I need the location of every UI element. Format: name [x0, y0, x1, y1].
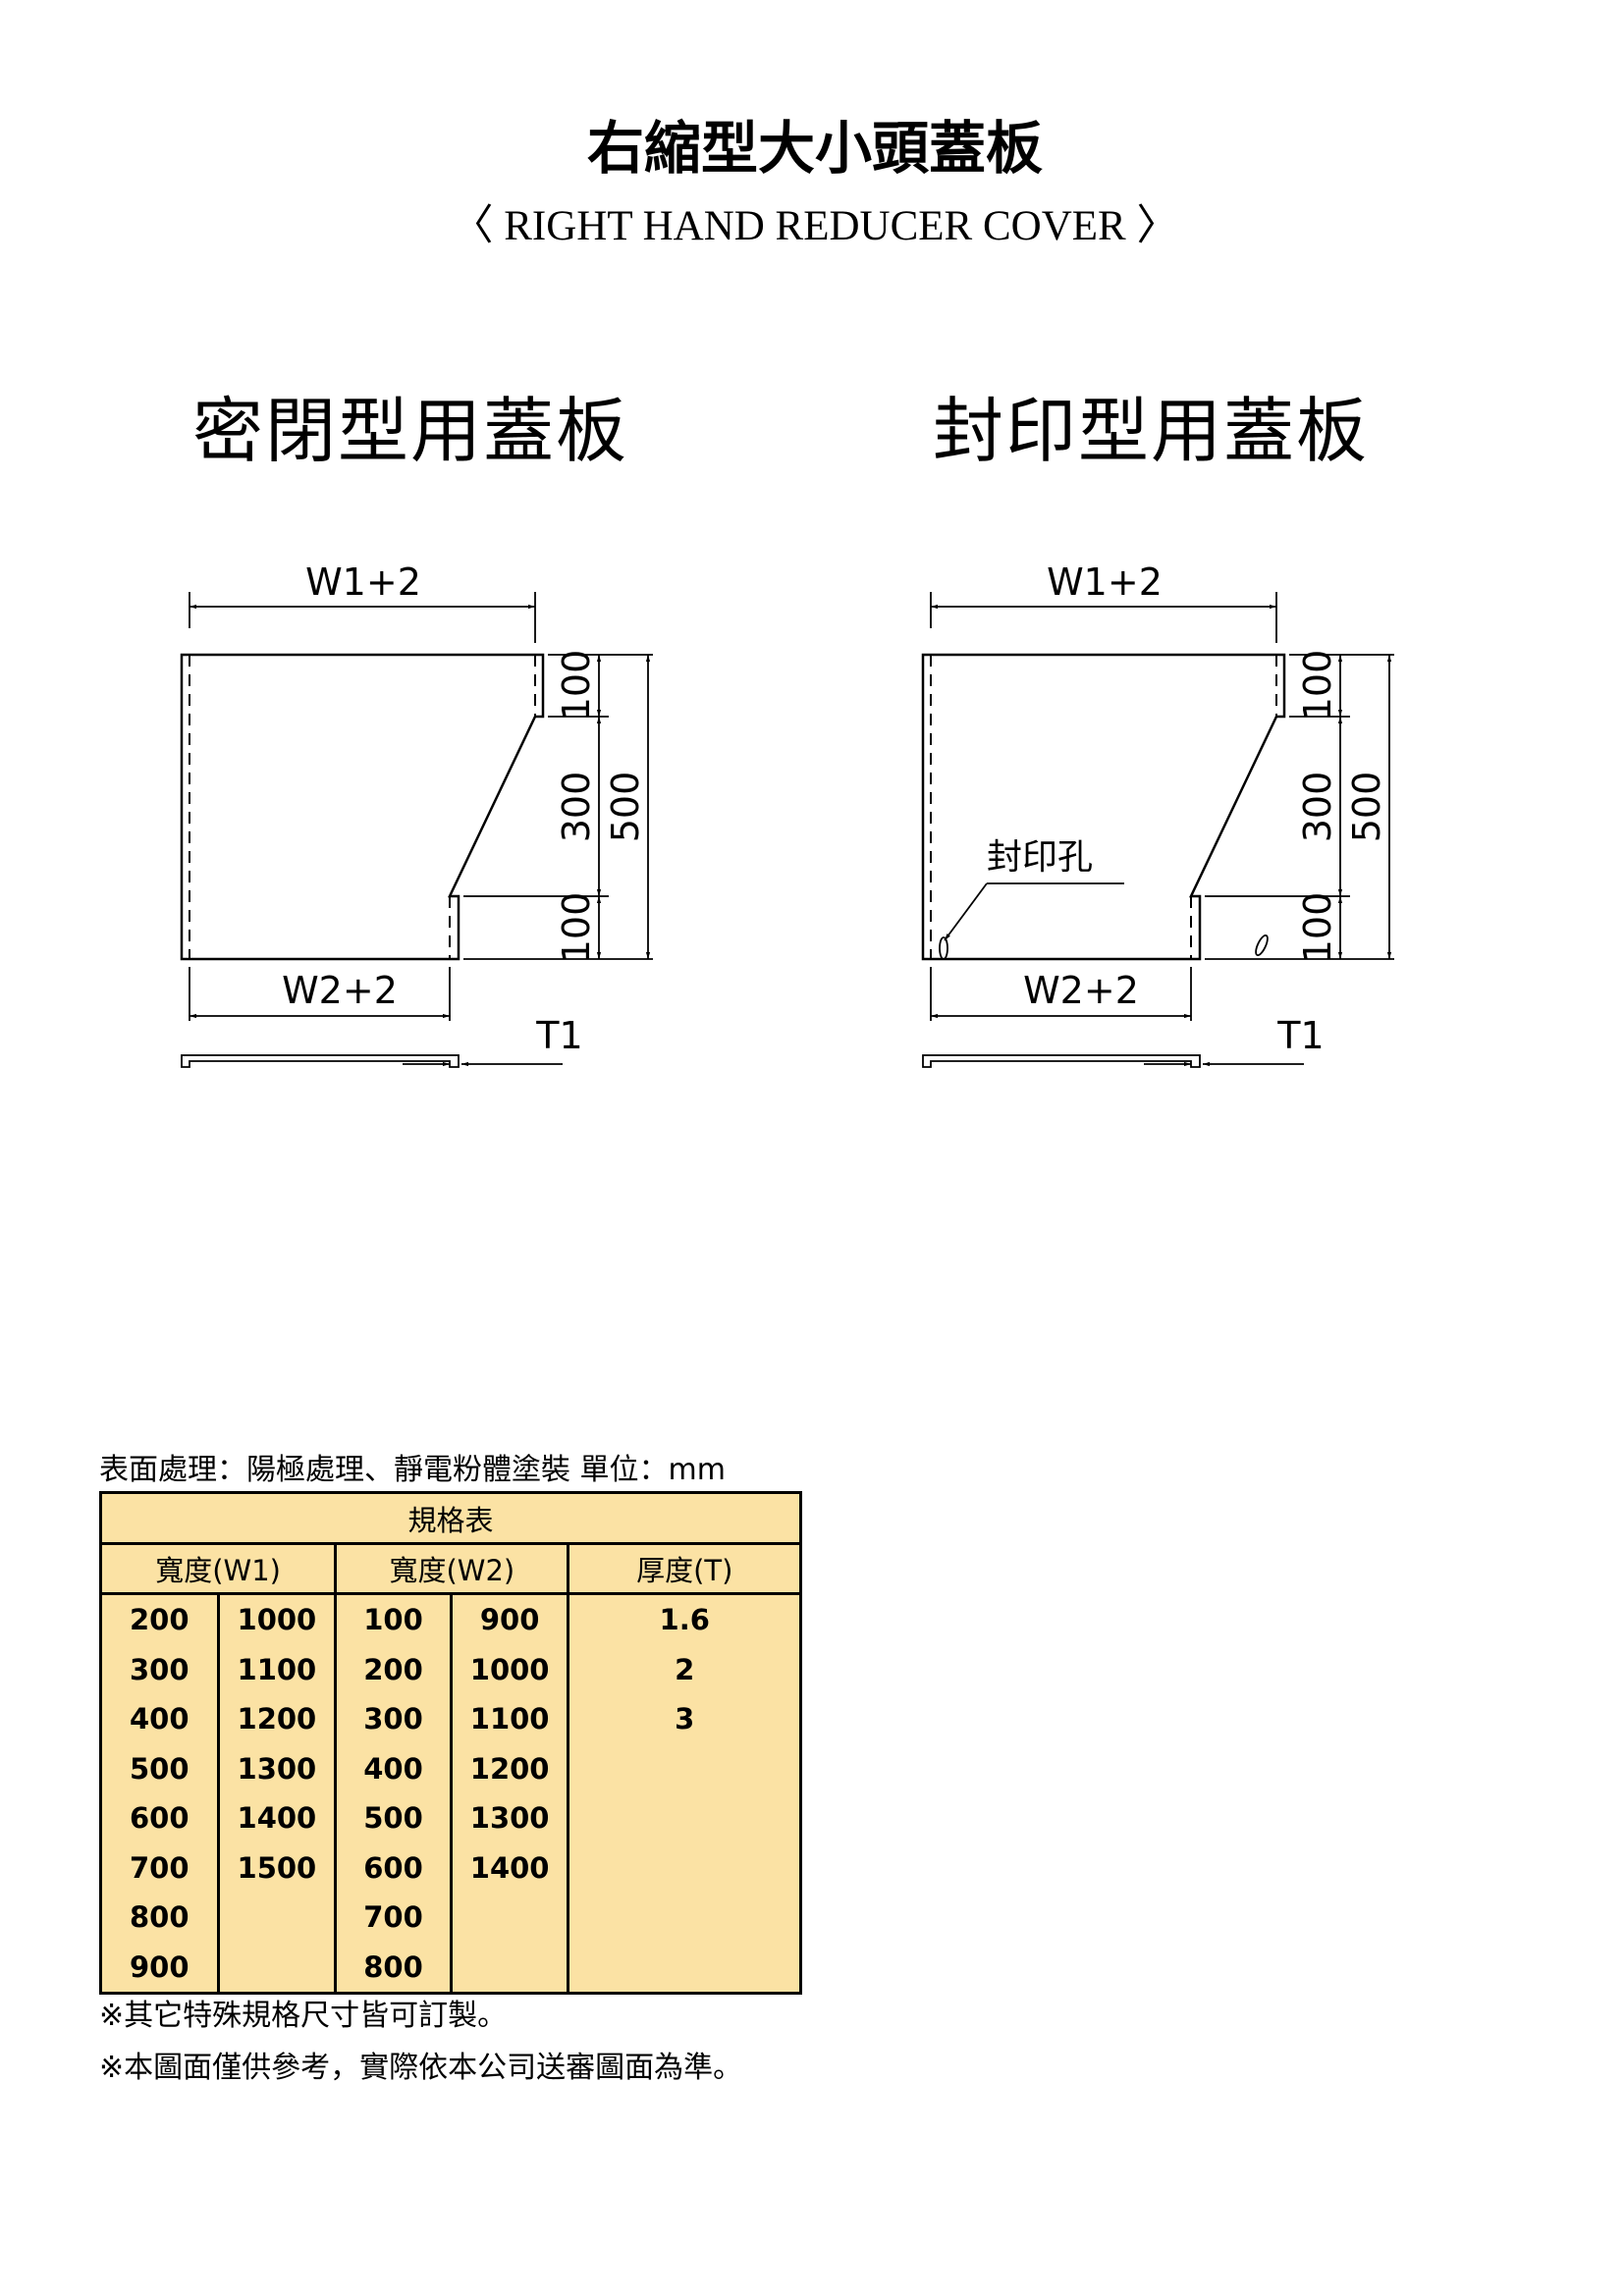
table-cell: 1000: [449, 1644, 570, 1694]
table-cell: 400: [334, 1743, 453, 1793]
table-cell: 1100: [216, 1644, 338, 1694]
table-cell: 1.6: [567, 1593, 802, 1645]
seal-hole-left: [939, 936, 948, 960]
table-cell: [567, 1743, 802, 1793]
table-cell: 700: [99, 1842, 220, 1893]
table-cell: [216, 1942, 338, 1994]
table-cell: 1300: [216, 1743, 338, 1793]
table-cell: 400: [99, 1694, 220, 1744]
table-cell: 1500: [216, 1842, 338, 1893]
table-cell: 300: [334, 1694, 453, 1744]
header-w2: 寬度(W2): [334, 1542, 570, 1595]
dim-w1: W1+2: [305, 561, 421, 604]
table-cell: [449, 1942, 570, 1994]
table-cell: [567, 1842, 802, 1893]
page-subtitle: 〈 RIGHT HAND REDUCER COVER 〉: [451, 203, 1179, 249]
table-cell: 600: [334, 1842, 453, 1893]
table-cell: 700: [334, 1893, 453, 1943]
table-cell: [449, 1893, 570, 1943]
table-cell: 500: [334, 1793, 453, 1843]
surface-treatment-text: 表面處理：陽極處理、靜電粉體塗裝 單位：mm: [99, 1453, 726, 1487]
table-cell: 3: [567, 1694, 802, 1744]
header-t: 厚度(T): [567, 1542, 802, 1595]
table-cell: 1100: [449, 1694, 570, 1744]
technical-drawings: W1+2 W2+2 100 300 100 500 T1: [180, 561, 1394, 1068]
dim-100-top: 100: [555, 650, 598, 721]
drawing-sealed-cover: [180, 592, 653, 1068]
page-title: 右縮型大小頭蓋板: [586, 115, 1043, 182]
note-custom: ※其它特殊規格尺寸皆可訂製。: [99, 1999, 508, 2033]
table-cell: 200: [99, 1593, 220, 1645]
table-cell: 600: [99, 1793, 220, 1843]
dim-t1: T1: [1276, 1014, 1324, 1057]
header-w1: 寬度(W1): [98, 1542, 338, 1595]
table-cell: 1200: [216, 1694, 338, 1744]
drawing-seal-cover: [921, 592, 1394, 1068]
dim-100-bottom: 100: [555, 892, 598, 964]
table-cell: [567, 1893, 802, 1943]
drawing-sealed-labels: W1+2 W2+2 100 300 100 500 T1: [282, 561, 647, 1057]
dim-100-bottom: 100: [1296, 892, 1339, 964]
table-cell: 1300: [449, 1793, 570, 1843]
table-cell: 500: [99, 1743, 220, 1793]
table-cell: 800: [99, 1893, 220, 1943]
spec-table-title: 規格表: [99, 1491, 802, 1545]
dim-500: 500: [604, 772, 647, 843]
table-cell: 1200: [449, 1743, 570, 1793]
table-cell: 1000: [216, 1593, 338, 1645]
table-row: 900 800: [99, 1942, 802, 1994]
table-cell: 200: [334, 1644, 453, 1694]
seal-hole-right: [1255, 934, 1269, 957]
table-row: 800 700: [99, 1893, 802, 1943]
table-cell: 2: [567, 1644, 802, 1694]
dim-500: 500: [1345, 772, 1388, 843]
section-heading-seal-type: 封印型用蓋板: [933, 390, 1370, 472]
dim-300: 300: [555, 772, 598, 843]
note-reference: ※本圖面僅供參考，實際依本公司送審圖面為準。: [99, 2051, 743, 2085]
dim-300: 300: [1296, 772, 1339, 843]
table-cell: 1400: [449, 1842, 570, 1893]
table-cell: [567, 1793, 802, 1843]
table-cell: 800: [334, 1942, 453, 1994]
dim-w2: W2+2: [1023, 969, 1139, 1012]
seal-hole-label: 封印孔: [987, 837, 1093, 878]
section-heading-sealed: 密閉型用蓋板: [192, 390, 629, 472]
drawing-seal-labels: W1+2 W2+2 100 300 100 500 T1 封印孔: [987, 561, 1388, 1057]
table-cell: 900: [449, 1593, 570, 1645]
table-cell: [216, 1893, 338, 1943]
dim-w1: W1+2: [1047, 561, 1163, 604]
table-cell: 900: [99, 1942, 220, 1994]
dim-w2: W2+2: [282, 969, 398, 1012]
table-cell: 1400: [216, 1793, 338, 1843]
table-cell: [567, 1942, 802, 1994]
table-cell: 300: [99, 1644, 220, 1694]
dim-t1: T1: [535, 1014, 582, 1057]
dim-100-top: 100: [1296, 650, 1339, 721]
table-cell: 100: [334, 1593, 453, 1645]
